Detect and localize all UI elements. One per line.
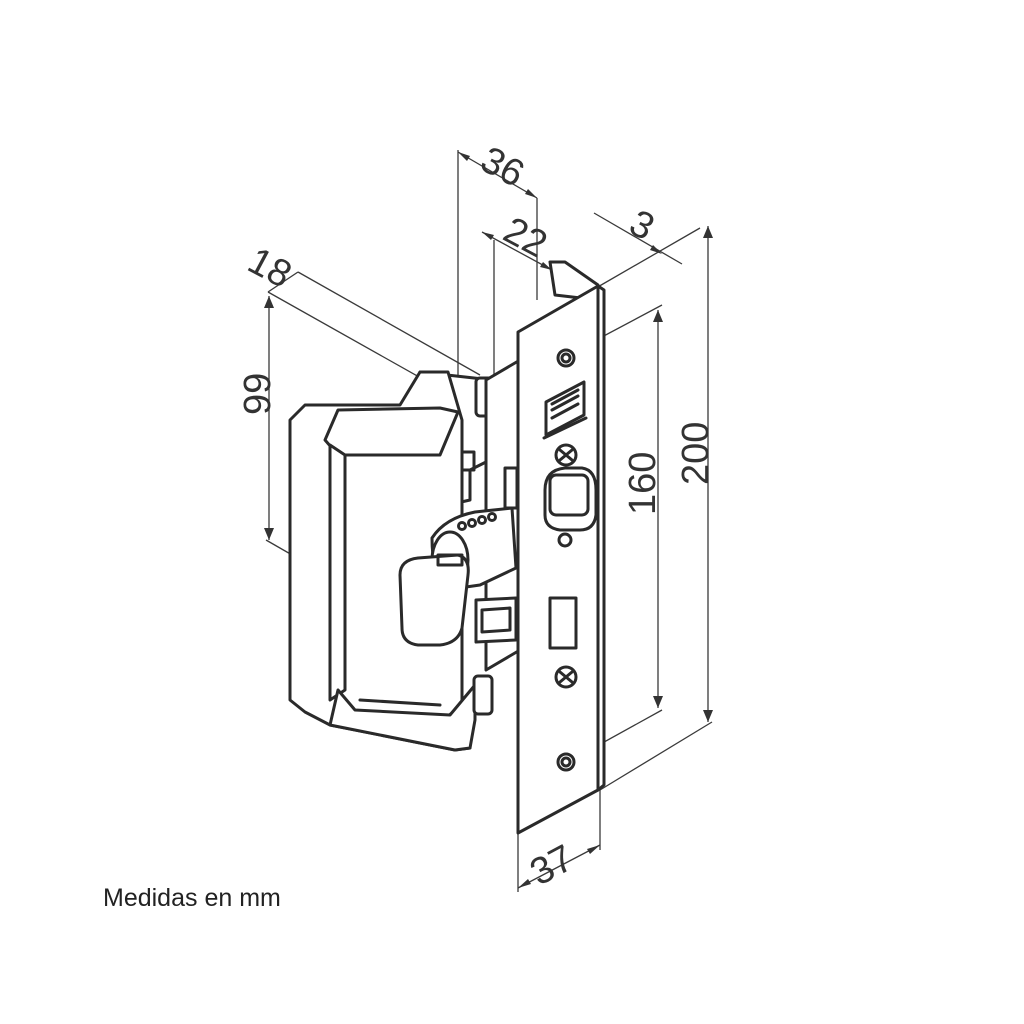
key-cylinder (398, 506, 518, 647)
units-caption: Medidas en mm (103, 884, 281, 912)
dim-36: 36 (474, 139, 531, 196)
dim-18: 18 (241, 240, 298, 297)
dim-37: 37 (524, 837, 581, 894)
dim-99: 99 (237, 373, 279, 415)
dim-3: 3 (622, 202, 660, 249)
dim-200: 200 (675, 422, 717, 485)
face-plate (516, 260, 606, 835)
dim-160: 160 (622, 452, 664, 515)
dim-22: 22 (497, 209, 554, 266)
pull-handle (288, 370, 496, 752)
